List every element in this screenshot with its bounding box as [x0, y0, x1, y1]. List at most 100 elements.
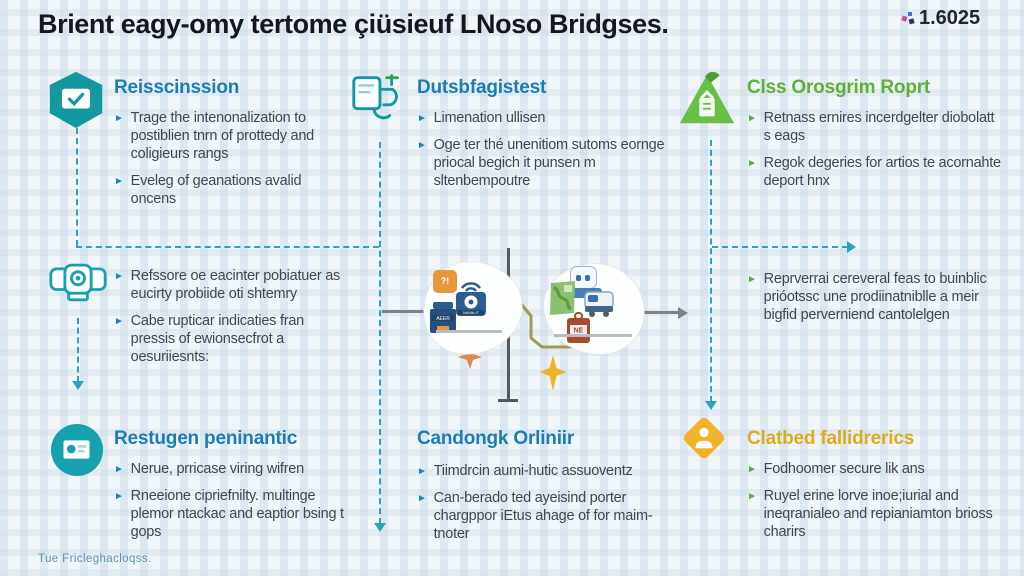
bullet-arrow-icon: ►	[747, 464, 757, 475]
bullet-text: Limenation ullisen	[433, 110, 546, 126]
bullet-arrow-icon: ►	[114, 315, 124, 327]
section-bullets-mid-right: ► Reprverrai cereveral feas to buinblic p…	[745, 271, 1000, 325]
bullet-text: Tiimdrcin aumi-hutic assuoventz	[433, 463, 633, 479]
arrowhead-down-middle-icon	[374, 523, 386, 532]
list-item: ► Fodhoomer secure lik ans	[745, 461, 1000, 479]
circle-monitor-icon	[50, 423, 104, 477]
dashed-connector-right-horizontal	[712, 246, 848, 248]
section-title-top-left: Reisscinssion	[114, 77, 240, 98]
center-divider-foot	[498, 399, 518, 402]
bullet-arrow-icon: ►	[114, 175, 124, 187]
illustration-right-cluster: NE	[544, 264, 644, 354]
bullet-arrow-icon: ►	[747, 113, 757, 124]
bullet-arrow-icon: ►	[417, 139, 427, 151]
svg-text:NAVALIT: NAVALIT	[463, 310, 480, 315]
orange-sparkle-icon	[458, 345, 482, 369]
page-title: Brient eagy-omy tertome çiüsieuf LNoso B…	[38, 9, 669, 39]
corner-value: 1.6025	[919, 7, 981, 29]
list-item: ► Limenation ullisen	[415, 110, 665, 128]
bullet-text: Fodhoomer secure lik ans	[763, 461, 925, 477]
list-item: ► Rneeione cipriefnilty. multinge plemor …	[112, 488, 347, 542]
list-item: ► Retnass ernires incerdgelter diobolatt …	[745, 110, 1003, 146]
bullet-text: Retnass ernires incerdgelter diobolatt s…	[763, 110, 995, 144]
list-item: ► Refssore oe eacinter pobiatuer as eucir…	[112, 268, 344, 304]
arrowhead-right-icon	[847, 241, 856, 253]
list-item: ► Regok degeries for artios te acornahte …	[745, 155, 1003, 191]
dashed-connector-left-lower	[77, 318, 79, 382]
bullet-arrow-icon: ►	[114, 490, 124, 502]
price-tag-icon: NE	[566, 312, 591, 344]
section-title-top-right: Clss Orosgrim Roprt	[747, 77, 931, 98]
truck-icon	[583, 288, 615, 318]
illustration-left-cluster: ?! NAVALIT AEER	[424, 262, 522, 354]
list-item: ► Oge ter thé unenitiom sutoms eornge pri…	[415, 137, 665, 191]
flow-arrow-right-line	[628, 311, 678, 314]
dashed-connector-middle-vertical	[379, 142, 381, 524]
list-item: ► Cabe rupticar indicaties fran pressis o…	[112, 313, 344, 367]
bullet-text: Reprverrai cereveral feas to buinblic pr…	[763, 271, 987, 323]
bullet-text: Regok degeries for artios te acornahte d…	[763, 154, 1001, 189]
bullet-text: Refssore oe eacinter pobiatuer as eucirt…	[130, 268, 341, 302]
dashed-connector-right-vertical	[710, 140, 712, 402]
projector-icon	[48, 256, 108, 308]
dashed-connector-left-top	[76, 128, 78, 246]
platform-line	[436, 330, 502, 333]
bullet-arrow-icon: ►	[747, 274, 757, 285]
arrowhead-down-left-icon	[72, 381, 84, 390]
section-bullets-mid-left: ► Refssore oe eacinter pobiatuer as eucir…	[112, 268, 344, 367]
bullet-text: Can-berado ted ayeisind porter chargppor…	[433, 489, 653, 542]
list-item: ► Reprverrai cereveral feas to buinblic p…	[745, 271, 1000, 325]
flow-arrow-left-line	[382, 310, 424, 313]
bullet-text: Oge ter thé unenitiom sutoms eornge prio…	[433, 136, 665, 189]
list-item: ► Nerue, prricase viring wifren	[112, 461, 347, 479]
arrowhead-down-right-icon	[705, 401, 717, 410]
section-bullets-top-mid: ► Limenation ullisen ► Oge ter thé uneniti…	[415, 110, 665, 191]
bullet-text: Trage the intenonalization to postiblien…	[130, 110, 315, 162]
bullet-arrow-icon: ►	[417, 492, 427, 504]
robot-base-icon	[565, 288, 602, 298]
section-title-top-mid: Dutsbfagistest	[417, 77, 547, 98]
bullet-text: Cabe rupticar indicaties fran pressis of…	[130, 312, 305, 365]
list-item: ► Eveleg of geanations avalid oncens	[112, 173, 340, 209]
bullet-arrow-icon: ►	[114, 113, 124, 124]
corner-sparkle-icon	[901, 11, 917, 27]
radio-machine-icon: NAVALIT	[452, 278, 490, 320]
list-item: ► Tiimdrcin aumi-hutic assuoventz	[415, 463, 677, 481]
platform-line	[554, 334, 632, 337]
section-bullets-top-left: ► Trage the intenonalization to postiblie…	[112, 110, 340, 209]
svg-text:NE: NE	[574, 328, 584, 335]
list-item: ► Trage the intenonalization to postiblie…	[112, 110, 340, 164]
speech-bubble-text: ?!	[440, 276, 450, 286]
diamond-person-icon	[678, 412, 730, 464]
container-box-icon: AEER	[429, 300, 457, 338]
section-title-bottom-right: Clatbed fallidrerics	[747, 428, 915, 449]
bullet-arrow-icon: ►	[747, 157, 757, 169]
footer-note: Tue Fricleghacloqss.	[38, 553, 152, 565]
list-item: ► Ruyel erine lorve inoe;iurial and ineqr…	[745, 488, 1000, 542]
bullet-arrow-icon: ►	[417, 466, 427, 477]
document-pipe-icon	[348, 66, 410, 132]
dashed-connector-left-horizontal	[76, 246, 379, 248]
speech-bubble-icon: ?!	[433, 270, 457, 293]
section-bullets-top-right: ► Retnass ernires incerdgelter diobolatt …	[745, 110, 1003, 191]
bullet-arrow-icon: ►	[114, 271, 124, 282]
bullet-text: Rneeione cipriefnilty. multinge plemor n…	[130, 487, 344, 540]
bullet-arrow-icon: ►	[747, 490, 757, 502]
bullet-text: Eveleg of geanations avalid oncens	[130, 172, 302, 207]
flow-arrow-right-head-icon	[678, 307, 688, 319]
bullet-text: Ruyel erine lorve inoe;iurial and ineqra…	[763, 487, 993, 540]
triangle-eco-icon	[676, 68, 738, 128]
bullet-arrow-icon: ►	[114, 464, 124, 475]
bullet-arrow-icon: ►	[417, 113, 427, 124]
section-bullets-bottom-left: ► Nerue, prricase viring wifren ► Rneeione…	[112, 461, 347, 542]
svg-text:AEER: AEER	[436, 316, 450, 322]
gold-sparkle-icon	[539, 355, 567, 391]
section-title-bottom-mid: Candongk Orliniir	[417, 428, 575, 449]
section-bullets-bottom-mid: ► Tiimdrcin aumi-hutic assuoventz ► Can-be…	[415, 463, 677, 544]
map-leaflet-icon	[548, 279, 578, 317]
section-title-bottom-left: Restugen peninantic	[114, 428, 298, 449]
hexagon-card-icon	[47, 70, 105, 130]
section-bullets-bottom-right: ► Fodhoomer secure lik ans ► Ruyel erine l…	[745, 461, 1000, 542]
bullet-text: Nerue, prricase viring wifren	[130, 461, 305, 477]
